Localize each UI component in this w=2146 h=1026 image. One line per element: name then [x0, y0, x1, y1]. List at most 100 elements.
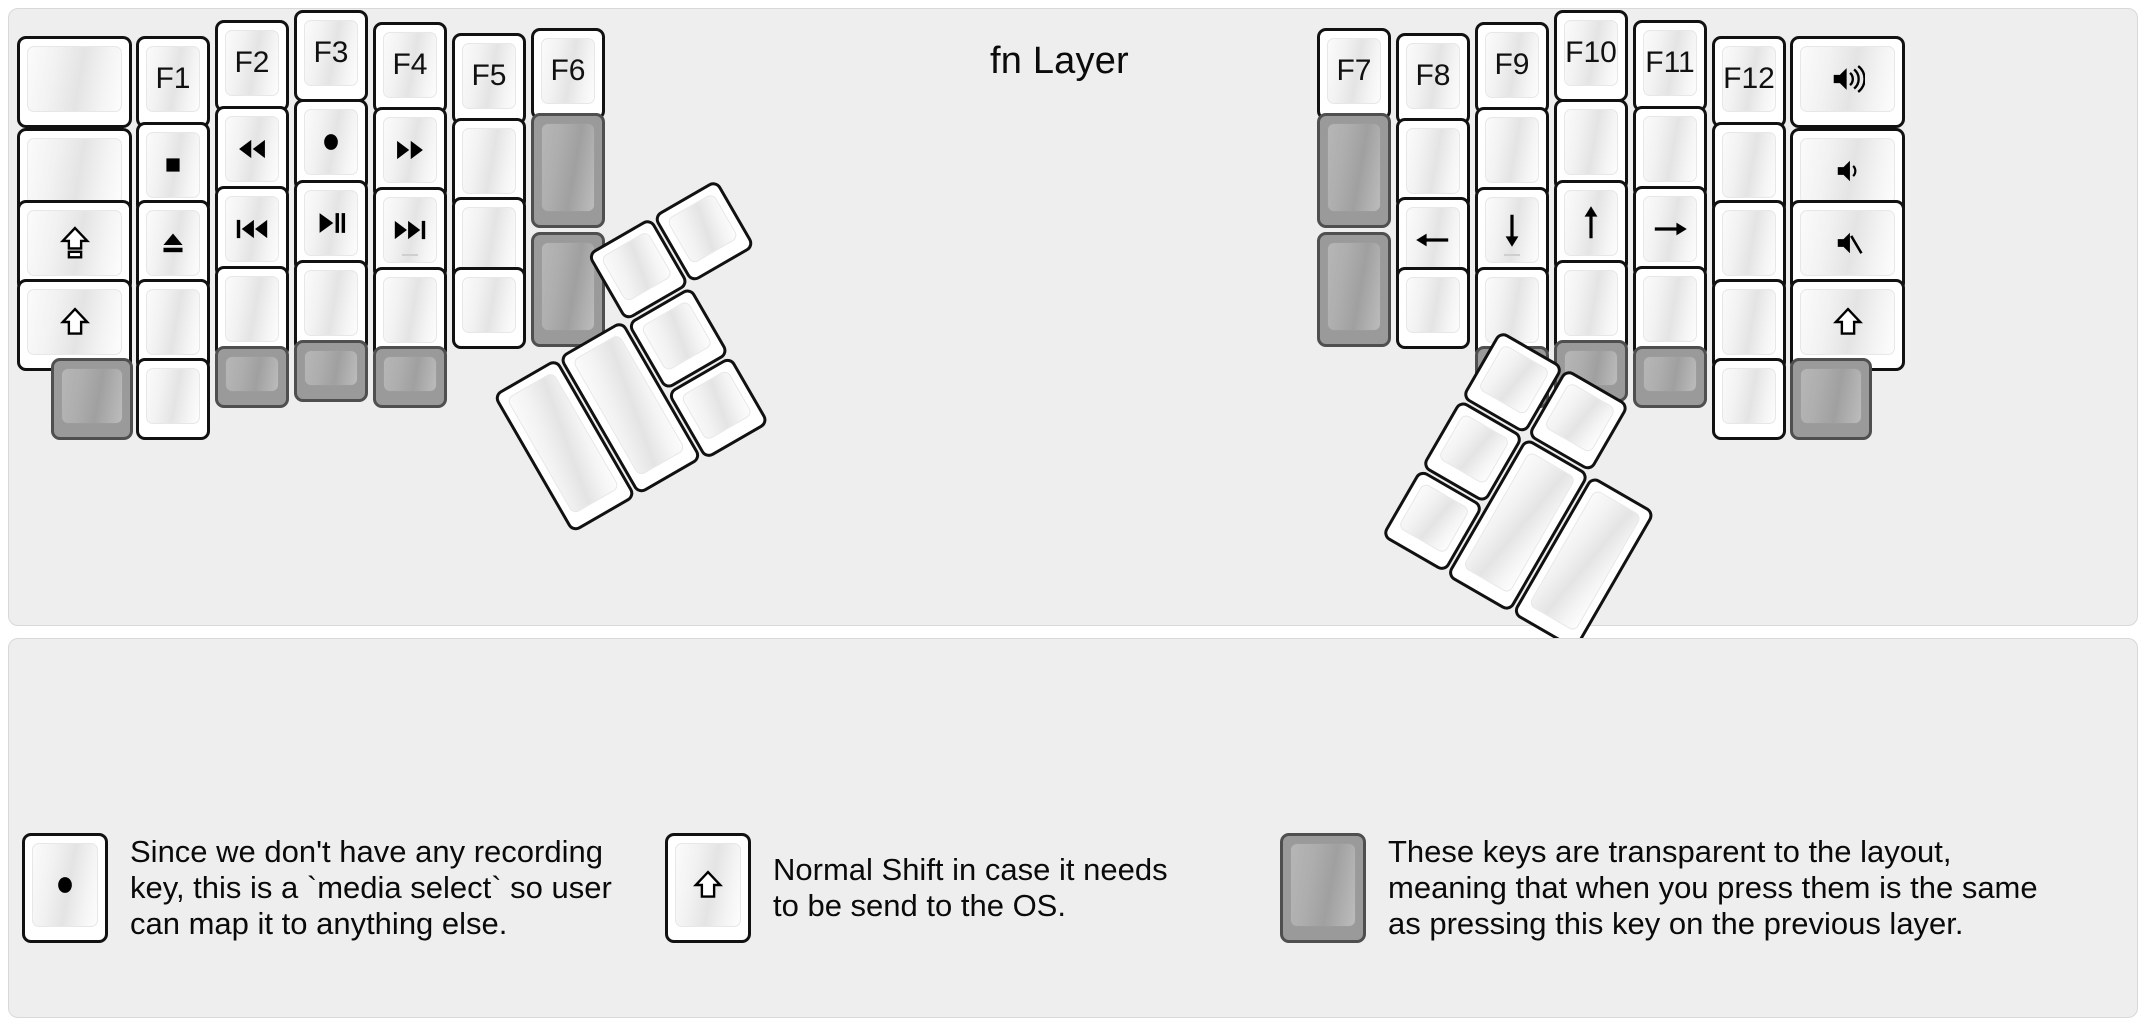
keycap-surface: [1643, 356, 1697, 392]
key-r-c3-r1[interactable]: F11: [1633, 20, 1707, 112]
key-r-c1-r5[interactable]: [1790, 358, 1872, 440]
keycap-surface: [462, 128, 516, 194]
key-l-c2-r2[interactable]: [136, 122, 210, 214]
key-r-c5-r3[interactable]: [1475, 187, 1549, 279]
key-l-c6-r2[interactable]: [452, 118, 526, 210]
key-l-c4-r2[interactable]: [294, 99, 368, 191]
key-label: F1: [155, 62, 191, 95]
key-r-c5-r2[interactable]: [1475, 107, 1549, 199]
key-r-c1-r4[interactable]: [1790, 279, 1905, 371]
key-r-c2-r4[interactable]: [1712, 279, 1786, 371]
key-r-c7-r3[interactable]: [1317, 232, 1391, 347]
key-r-c4-r4[interactable]: [1554, 260, 1628, 352]
key-l-c5-r4[interactable]: [373, 267, 447, 359]
key-r-c4-r3[interactable]: [1554, 180, 1628, 272]
keycap-surface: [462, 277, 516, 333]
shift-icon: [691, 868, 725, 902]
keycap-surface: [1290, 843, 1356, 927]
key-l-c4-r4[interactable]: [294, 260, 368, 352]
keycap-surface: [146, 368, 200, 424]
key-r-c2-r1[interactable]: F12: [1712, 36, 1786, 128]
key-r-c4-r1[interactable]: F10: [1554, 10, 1628, 102]
keycap-surface: [1643, 116, 1697, 182]
keycap-surface: [146, 289, 200, 355]
key-l-c1-r3[interactable]: [17, 200, 132, 292]
keycap-surface: F2: [225, 30, 279, 96]
key-l-c6-r1[interactable]: F5: [452, 33, 526, 125]
keycap-surface: [1722, 132, 1776, 198]
keycap-surface: F9: [1485, 32, 1539, 98]
key-l-c1-r1[interactable]: [17, 36, 132, 128]
key-l-c7-r1[interactable]: F6: [531, 28, 605, 120]
keycap-surface: [225, 116, 279, 182]
key-r-c3-r2[interactable]: [1633, 106, 1707, 198]
key-l-c3-r3[interactable]: [215, 186, 289, 278]
keycap-surface: F7: [1327, 38, 1381, 104]
key-l-c2-r4[interactable]: [136, 279, 210, 371]
page-title: fn Layer: [990, 40, 1129, 82]
key-r-c3-r5[interactable]: [1633, 346, 1707, 408]
keycap-surface: [32, 843, 98, 927]
legend-transparent-description: These keys are transparent to the layout…: [1388, 833, 2038, 942]
keycap-surface: [225, 196, 279, 262]
key-label: F5: [471, 59, 507, 92]
key-r-c6-r2[interactable]: [1396, 118, 1470, 210]
keycap-surface: [27, 289, 122, 355]
key-label: F8: [1415, 59, 1451, 92]
legend-shift-description: Normal Shift in case it needs to be send…: [773, 851, 1168, 923]
keycap-surface: [225, 356, 279, 392]
key-l-c1-r5[interactable]: [51, 358, 133, 440]
key-l-c7-r3[interactable]: [531, 232, 605, 347]
arrow-down-icon: [1492, 210, 1532, 250]
key-r-c6-r4[interactable]: [1396, 267, 1470, 349]
key-l-c3-r2[interactable]: [215, 106, 289, 198]
keycap-surface: [383, 197, 437, 263]
key-l-c3-r1[interactable]: F2: [215, 20, 289, 112]
keycap-surface: F1: [146, 46, 200, 112]
keycap-surface: [680, 369, 754, 442]
key-l-c6-r4[interactable]: [452, 267, 526, 349]
key-r-c1-r2[interactable]: [1790, 128, 1905, 220]
key-r-c3-r3[interactable]: [1633, 186, 1707, 278]
key-r-c1-r3[interactable]: [1790, 200, 1905, 292]
key-l-c5-r3[interactable]: [373, 187, 447, 279]
key-l-c3-r4[interactable]: [215, 266, 289, 358]
keycap-surface: [1722, 289, 1776, 355]
shift-icon: [1831, 305, 1865, 339]
key-l-c4-r1[interactable]: F3: [294, 10, 368, 102]
key-r-c4-r2[interactable]: [1554, 99, 1628, 191]
keycap-surface: F12: [1722, 46, 1776, 112]
key-r-c3-r4[interactable]: [1633, 266, 1707, 358]
key-l-c5-r5[interactable]: [373, 346, 447, 408]
keycap-surface: [1800, 289, 1895, 355]
keycap-surface: [1327, 242, 1381, 331]
key-l-c5-r1[interactable]: F4: [373, 22, 447, 114]
key-l-c7-r2[interactable]: [531, 113, 605, 228]
key-r-c2-r2[interactable]: [1712, 122, 1786, 214]
keycap-surface: [1564, 109, 1618, 175]
key-l-c3-r5[interactable]: [215, 346, 289, 408]
play-pause-icon: [312, 204, 350, 242]
key-label: F2: [234, 46, 270, 79]
key-label: F12: [1723, 62, 1775, 95]
fastfwd-icon: [391, 131, 429, 169]
key-r-c6-r1[interactable]: F8: [1396, 33, 1470, 125]
keycap-surface: [1406, 277, 1460, 333]
eject-icon: [156, 226, 190, 260]
key-l-c2-r5[interactable]: [136, 358, 210, 440]
keycap-surface: [675, 843, 741, 927]
key-l-c4-r5[interactable]: [294, 340, 368, 402]
key-label: F11: [1645, 46, 1695, 79]
key-r-c7-r1[interactable]: F7: [1317, 28, 1391, 120]
key-r-c2-r5[interactable]: [1712, 358, 1786, 440]
key-r-c5-r1[interactable]: F9: [1475, 22, 1549, 114]
key-r-c7-r2[interactable]: [1317, 113, 1391, 228]
key-l-c2-r1[interactable]: F1: [136, 36, 210, 128]
key-r-c1-r1[interactable]: [1790, 36, 1905, 128]
keycap-surface: [640, 299, 714, 372]
keycap-surface: [1722, 368, 1776, 424]
key-l-c5-r2[interactable]: [373, 107, 447, 199]
keycap-surface: [666, 192, 739, 265]
key-l-c4-r3[interactable]: [294, 180, 368, 272]
key-r-c2-r3[interactable]: [1712, 200, 1786, 292]
